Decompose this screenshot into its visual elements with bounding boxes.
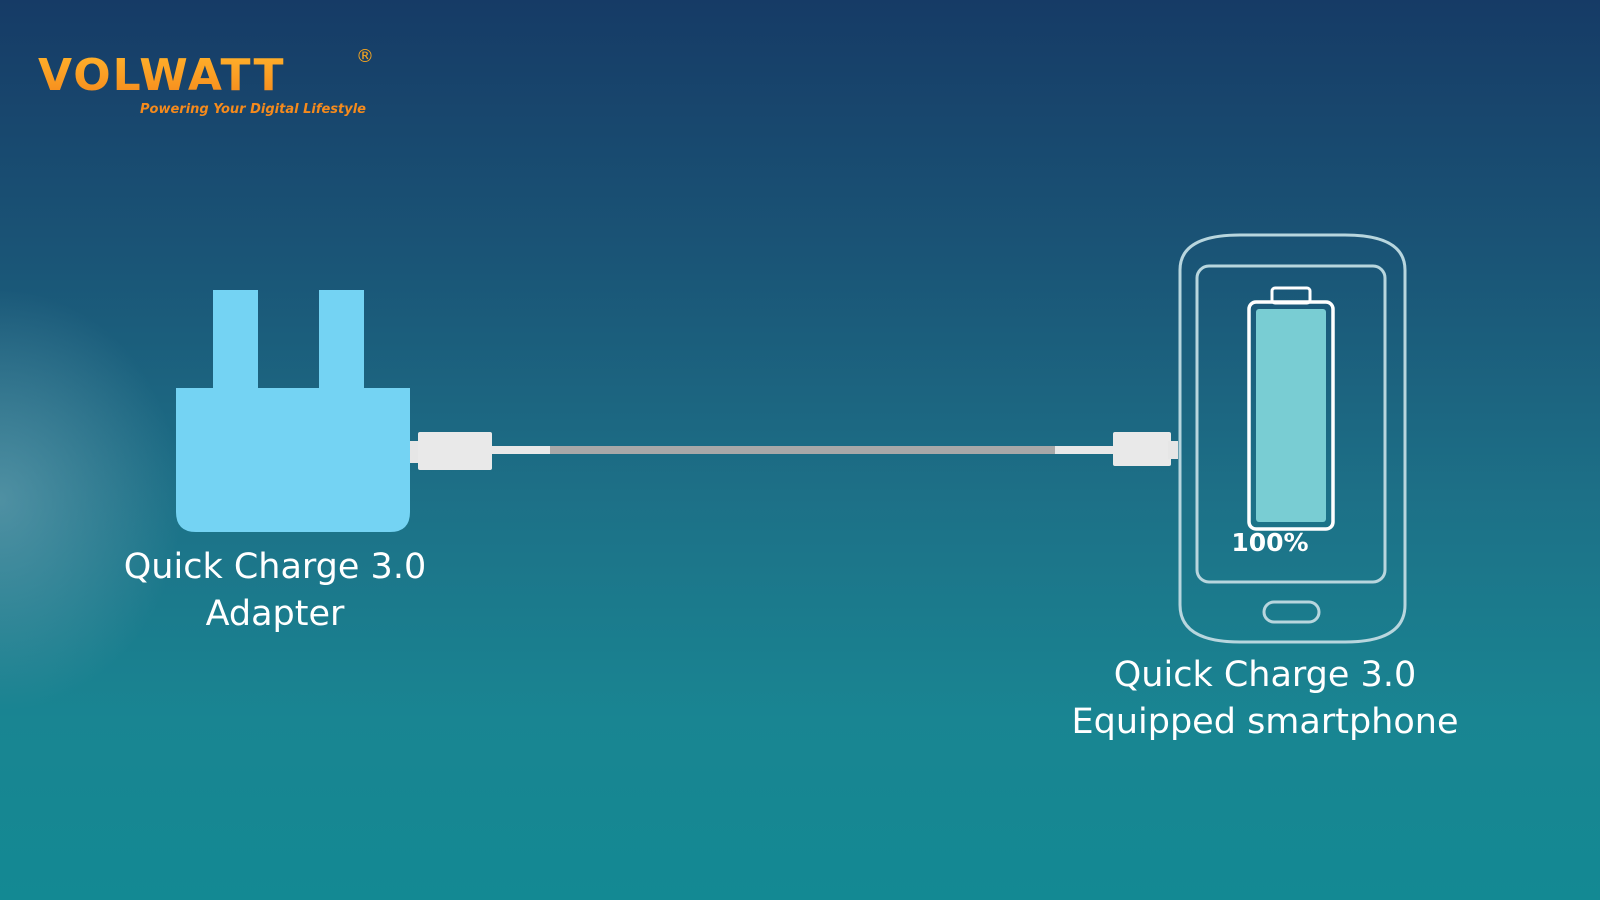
adapter-prong-right	[319, 290, 364, 400]
adapter-body	[176, 388, 410, 532]
brand-logo: VOLWATT ® Powering Your Digital Lifestyl…	[38, 44, 398, 124]
adapter-prong-left	[213, 290, 258, 400]
cable-plug-right-tip	[1168, 441, 1178, 459]
cable-wire-highlight-left	[490, 446, 550, 454]
cable-wire-highlight-right	[1055, 446, 1115, 454]
brand-tagline: Powering Your Digital Lifestyle	[140, 102, 366, 117]
phone-body	[1178, 233, 1407, 644]
adapter-label-line2: Adapter	[205, 594, 345, 634]
battery-percentage: 100%	[1231, 528, 1309, 557]
cable-wire	[490, 446, 1115, 454]
usb-cable	[410, 432, 1178, 470]
phone-label-line2: Equipped smartphone	[1071, 702, 1459, 742]
smartphone-icon	[1178, 233, 1407, 644]
phone-home-button	[1262, 600, 1321, 624]
brand-wordmark: VOLWATT	[38, 50, 286, 101]
charger-adapter-icon	[176, 290, 410, 532]
phone-label: Quick Charge 3.0 Equipped smartphone	[1040, 652, 1490, 746]
battery-icon	[1247, 286, 1335, 531]
cable-plug-left-neck	[410, 441, 420, 463]
phone-label-line1: Quick Charge 3.0	[1113, 655, 1417, 695]
adapter-label: Quick Charge 3.0 Adapter	[75, 544, 475, 638]
battery-fill	[1256, 309, 1326, 522]
adapter-label-line1: Quick Charge 3.0	[123, 547, 427, 587]
registered-mark: ®	[356, 46, 374, 67]
cable-plug-right	[1113, 432, 1171, 466]
phone-screen	[1195, 264, 1387, 584]
battery-outline	[1247, 300, 1335, 531]
cable-plug-left	[418, 432, 492, 470]
